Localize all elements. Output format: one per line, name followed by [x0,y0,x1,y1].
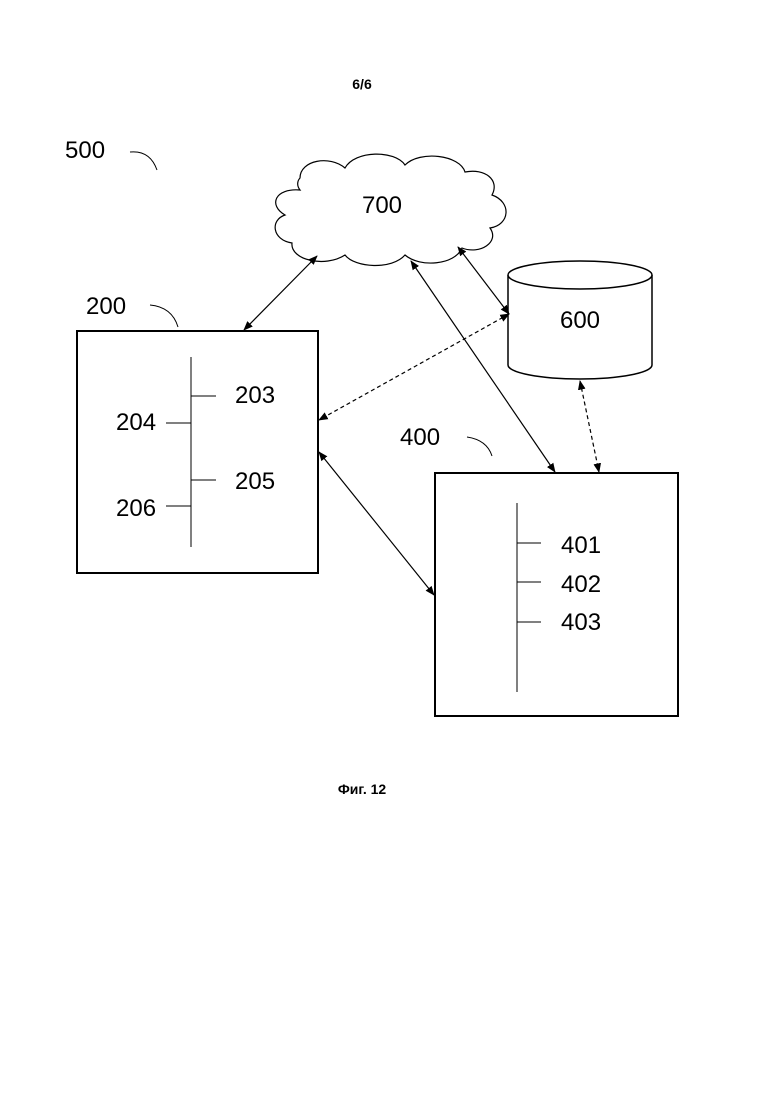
device-200-box: 203 204 205 206 [77,331,318,573]
cloud-700: 700 [275,154,506,265]
label-cloud-700: 700 [362,192,402,219]
label-device-400: 400 [400,424,440,451]
dashed-arrow-600-400 [580,381,599,472]
label-402: 402 [561,571,601,598]
leader-200 [150,305,178,327]
label-205: 205 [235,468,275,495]
device-400-box: 401 402 403 [435,473,678,716]
database-600: 600 [508,261,652,379]
dashed-arrow-600-200 [319,314,509,420]
label-device-200: 200 [86,293,126,320]
page-number: 6/6 [352,76,372,92]
leader-400 [467,437,492,456]
arrow-700-600 [458,247,509,314]
label-204: 204 [116,409,156,436]
label-system-500: 500 [65,137,105,164]
leader-500 [130,152,157,170]
label-206: 206 [116,495,156,522]
figure-caption: Фиг. 12 [338,781,387,797]
label-403: 403 [561,609,601,636]
arrow-700-200 [244,256,317,330]
label-203: 203 [235,382,275,409]
arrow-200-400 [319,452,434,595]
label-401: 401 [561,532,601,559]
label-database-600: 600 [560,307,600,334]
